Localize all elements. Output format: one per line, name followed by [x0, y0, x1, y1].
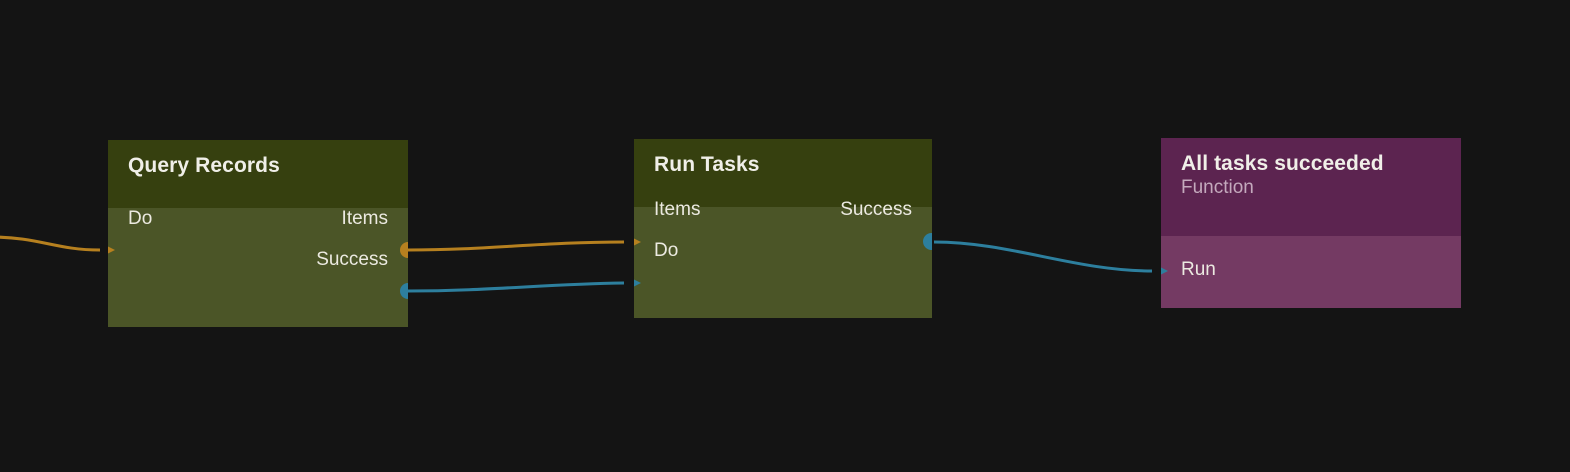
edge-items [407, 240, 625, 252]
port-label-run: Run [1181, 258, 1216, 280]
port-label-do: Do [654, 239, 679, 261]
port-arrow-items[interactable] [634, 232, 645, 252]
port-label-items: Items [341, 207, 388, 229]
node-run-tasks[interactable]: Run Tasks Items Success Do [634, 139, 932, 318]
node-header: Run Tasks [634, 139, 932, 207]
node-title: Query Records [128, 154, 280, 177]
node-body: Run [1161, 236, 1461, 308]
port-label-items: Items [654, 198, 701, 220]
port-label-success: Success [840, 198, 912, 220]
node-title: All tasks succeeded [1181, 152, 1384, 175]
port-row-output-success[interactable]: Success [634, 196, 932, 222]
edge-incoming-do [0, 235, 101, 252]
port-arrow-do[interactable] [108, 240, 119, 260]
node-header: Query Records [108, 140, 408, 208]
edge-success [407, 281, 625, 293]
port-row-output-success[interactable]: Success [108, 246, 408, 272]
port-row-input-run[interactable]: Run [1161, 256, 1461, 282]
node-query-records[interactable]: Query Records Do Items Success [108, 140, 408, 327]
port-arrow-run[interactable] [1161, 261, 1172, 281]
port-arrow-do[interactable] [634, 273, 645, 293]
port-row-input-items[interactable]: Items [634, 196, 932, 222]
port-dot-success[interactable] [400, 283, 408, 299]
port-row-input-do[interactable]: Do [634, 237, 932, 263]
node-body: Items Success Do [634, 200, 932, 318]
port-dot-success[interactable] [923, 233, 932, 250]
port-row-output-items[interactable]: Items [108, 205, 408, 231]
port-dot-items[interactable] [400, 242, 408, 258]
port-row-input-do[interactable]: Do [108, 205, 408, 231]
node-header: All tasks succeeded Function [1161, 138, 1461, 236]
node-title: Run Tasks [654, 153, 760, 176]
node-all-tasks-succeeded[interactable]: All tasks succeeded Function Run [1161, 138, 1461, 308]
node-body: Do Items Success [108, 208, 408, 327]
port-label-success: Success [316, 248, 388, 270]
edge-run [933, 240, 1153, 273]
port-label-do: Do [128, 207, 153, 229]
node-subtitle: Function [1181, 176, 1254, 198]
